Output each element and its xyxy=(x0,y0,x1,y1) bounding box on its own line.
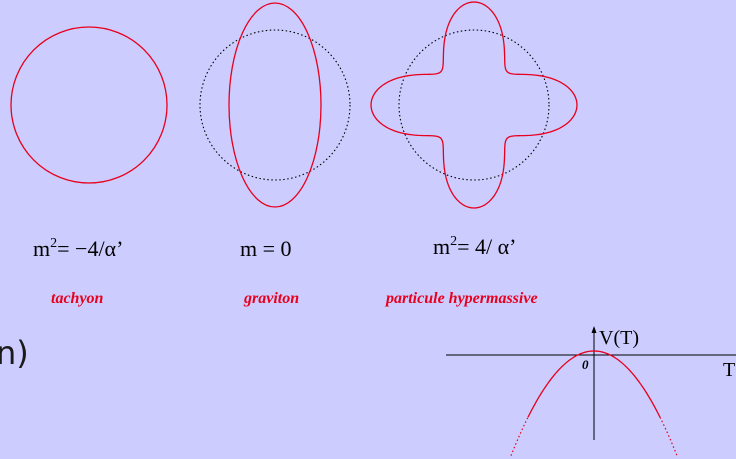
graviton-reference-circle xyxy=(199,29,351,181)
massive-mass-label: m2= 4/ α’ xyxy=(433,234,517,259)
v-axis-label: V(T) xyxy=(599,327,639,349)
tachyon-mass-label: m2= −4/α’ xyxy=(33,236,124,261)
massive-reference-circle xyxy=(398,29,550,181)
cropped-text-fragment: n) xyxy=(0,334,29,372)
tachyon-name: tachyon xyxy=(51,290,104,307)
v-axis-arrow-icon xyxy=(591,326,597,333)
massive-name: particule hypermassive xyxy=(386,290,538,307)
massive-mode-curve xyxy=(370,1,578,209)
graviton-name: graviton xyxy=(244,290,300,307)
tachyon-circle xyxy=(10,26,168,184)
origin-label: 0 xyxy=(582,357,589,372)
t-axis-label: T xyxy=(723,359,736,381)
graviton-ellipse xyxy=(228,2,322,208)
potential-curve-dotted-tail xyxy=(510,416,678,456)
graviton-mass-label: m = 0 xyxy=(240,236,292,261)
potential-curve xyxy=(527,350,661,418)
